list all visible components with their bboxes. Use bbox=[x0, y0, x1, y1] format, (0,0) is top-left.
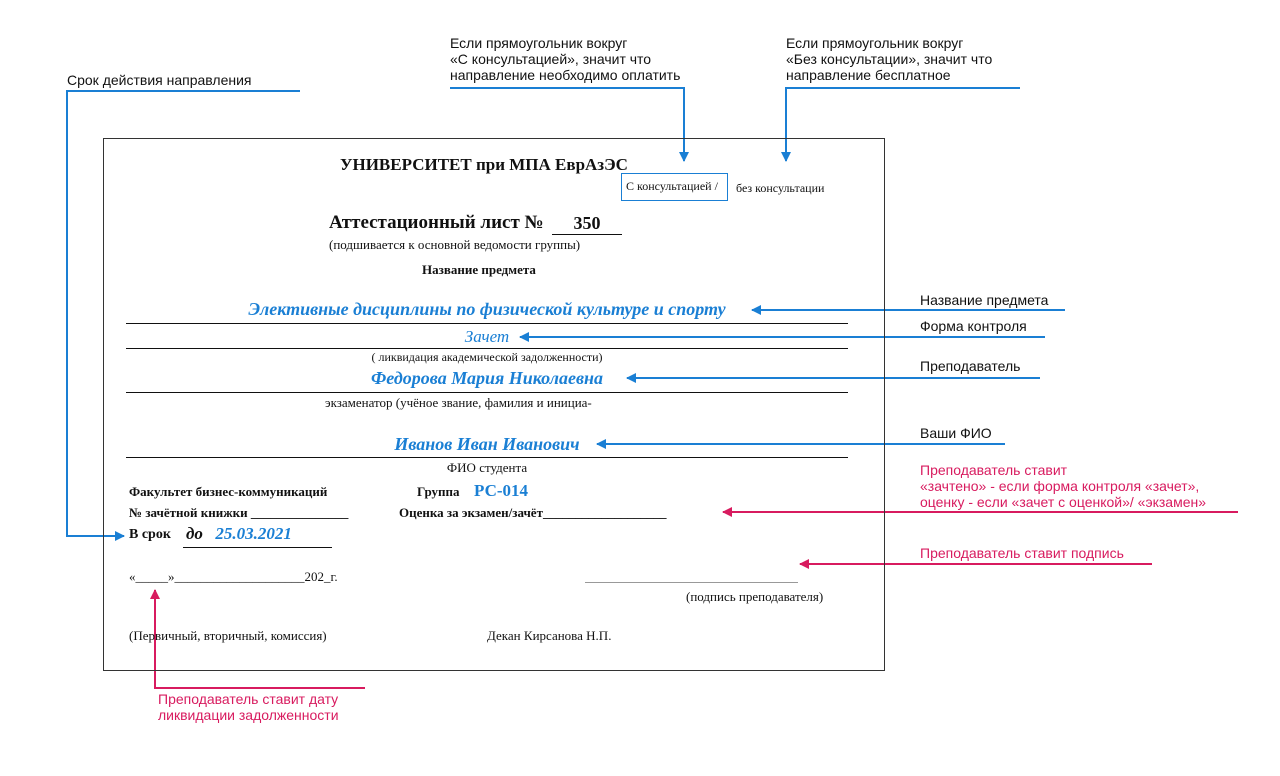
with-consult-box: С консультацией / bbox=[621, 173, 728, 201]
note-without-consult: Если прямоугольник вокруг «Без консульта… bbox=[786, 35, 993, 83]
attempt-caption: (Первичный, вторичный, комиссия) bbox=[129, 628, 327, 643]
sheet-number: 350 bbox=[552, 213, 622, 235]
signature-caption: (подпись преподавателя) bbox=[686, 589, 824, 604]
group-label: Группа bbox=[417, 484, 460, 499]
control-value: Зачет bbox=[464, 327, 510, 346]
record-book: № зачётной книжки _______________ bbox=[129, 505, 349, 520]
note-date: Преподаватель ставит дату ликвидации зад… bbox=[158, 691, 339, 723]
signature-line bbox=[585, 582, 798, 583]
sheet-title: Аттестационный лист № bbox=[329, 212, 544, 233]
note-subject: Название предмета bbox=[920, 292, 1049, 308]
student-line bbox=[126, 457, 848, 458]
subject-line bbox=[126, 323, 848, 324]
sheet-subtitle: (подшивается к основной ведомости группы… bbox=[329, 237, 581, 252]
control-line bbox=[126, 348, 848, 349]
deadline-field: до 25.03.2021 bbox=[183, 524, 332, 548]
note-student-name: Ваши ФИО bbox=[920, 425, 992, 441]
control-caption: ( ликвидация академической задолженности… bbox=[371, 350, 603, 364]
note-control-form: Форма контроля bbox=[920, 318, 1027, 334]
date-arrow bbox=[150, 589, 365, 689]
note-validity: Срок действия направления bbox=[67, 72, 252, 88]
university-title: УНИВЕРСИТЕТ при МПА ЕврАзЭС bbox=[340, 155, 628, 174]
grade-field: Оценка за экзамен/зачёт_________________… bbox=[399, 505, 667, 520]
note-teacher: Преподаватель bbox=[920, 358, 1021, 374]
subject-label: Название предмета bbox=[422, 262, 536, 277]
group-value: РС-014 bbox=[474, 481, 529, 500]
teacher-value: Федорова Мария Николаевна bbox=[371, 368, 603, 388]
faculty: Факультет бизнес-коммуникаций bbox=[129, 484, 328, 499]
date-line: «_____»____________________202_г. bbox=[129, 569, 338, 584]
student-value: Иванов Иван Иванович bbox=[394, 434, 580, 454]
deadline-value: 25.03.2021 bbox=[215, 524, 292, 543]
deadline-prefix: до bbox=[186, 524, 203, 543]
without-consult-arrow bbox=[781, 87, 1020, 162]
attestation-sheet bbox=[103, 138, 885, 671]
with-consult-arrow bbox=[450, 87, 689, 162]
student-caption: ФИО студента bbox=[446, 460, 528, 475]
note-signature: Преподаватель ставит подпись bbox=[920, 545, 1124, 561]
teacher-caption: экзаменатор (учёное звание, фамилия и ин… bbox=[325, 395, 592, 410]
dean-signature: Декан Кирсанова Н.П. bbox=[487, 628, 612, 643]
deadline-label: В срок bbox=[129, 527, 171, 542]
validity-arrow bbox=[66, 90, 300, 541]
note-grade: Преподаватель ставит «зачтено» - если фо… bbox=[920, 462, 1207, 510]
note-with-consult: Если прямоугольник вокруг «С консультаци… bbox=[450, 35, 681, 83]
without-consult-label: без консультации bbox=[736, 181, 825, 195]
subject-value: Элективные дисциплины по физической куль… bbox=[248, 299, 726, 319]
teacher-line bbox=[126, 392, 848, 393]
